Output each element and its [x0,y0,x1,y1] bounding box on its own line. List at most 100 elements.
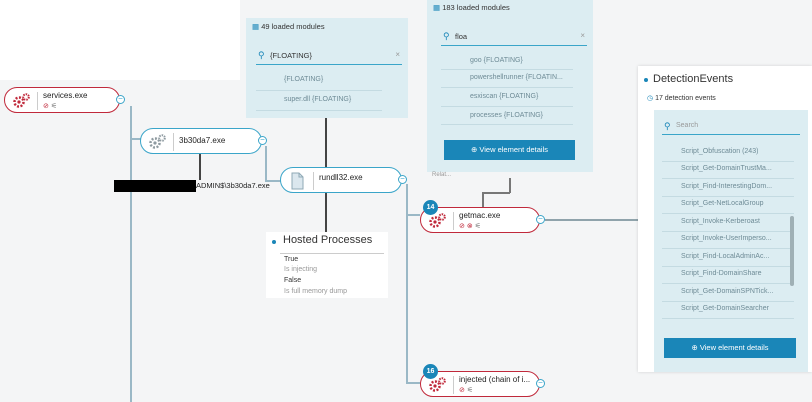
panel-pointer-line [325,118,327,168]
node-separator [37,92,38,110]
collapse-icon[interactable]: − [258,136,267,145]
process-node-injected[interactable]: 16 injected (chain of i... ⊘⚟ − [420,364,545,397]
process-path-label: ADMIN$\3b30da7.exe [196,181,270,190]
event-count-badge: 14 [423,200,438,215]
clear-icon[interactable]: × [395,50,400,59]
search-value: floa [455,32,468,41]
modules-search-input[interactable]: ⚲ {FLOATING} × [256,50,402,65]
divider [662,178,794,179]
property-value: True [284,256,299,263]
gears-icon [147,132,167,152]
collapse-icon[interactable]: − [536,379,545,388]
process-node-services[interactable]: services.exe ⊘⚟ − [4,87,125,113]
detection-item[interactable]: Script_Invoke-Kerberoast [681,218,760,225]
collapse-icon[interactable]: − [116,95,125,104]
divider [280,253,384,254]
scrollbar-thumb[interactable] [790,216,794,286]
connector-line [406,382,420,384]
detection-count: ◷ 17 detection events [647,94,716,102]
search-placeholder: Search [676,122,699,129]
divider [662,213,794,214]
event-count-badge: 16 [423,364,438,379]
search-icon: ⚲ [443,31,450,41]
divider [662,301,794,302]
divider [662,231,794,232]
divider [256,90,382,91]
detection-events-panel: DetectionEvents ◷ 17 detection events ⚲ … [638,66,812,372]
gears-icon [11,91,31,111]
gears-icon [427,211,447,231]
process-node-3b30da7[interactable]: 3b30da7.exe − [140,128,267,154]
process-node-rundll32[interactable]: rundll32.exe − [280,167,407,193]
divider [662,283,794,284]
partial-label: Relat... [432,172,452,178]
collapse-icon[interactable]: − [536,215,545,224]
node-separator [173,133,174,151]
view-element-details-button[interactable]: ⊕ View element details [664,338,796,358]
divider [662,196,794,197]
modules-count: 49 loaded modules [261,22,325,31]
node-separator [453,212,454,230]
panel-pointer-line [482,192,510,194]
panel-header: ▦ 183 loaded modules [433,3,510,12]
button-label: View element details [699,343,769,352]
detection-item[interactable]: Script_Invoke-UserImperso... [681,235,772,242]
divider [441,87,573,88]
connector-line [130,106,132,402]
connector-line [130,138,142,140]
panel-pointer-line [325,192,327,234]
redacted-text [114,180,196,192]
button-label: View element details [479,145,549,154]
modules-count: 183 loaded modules [442,3,510,12]
status-icons: ⊘⊗⚟ [459,223,484,230]
divider [256,110,382,111]
detection-item[interactable]: Script_Get-NetLocalGroup [681,200,764,207]
detection-item[interactable]: Script_Find-DomainShare [681,270,762,277]
divider [662,318,794,319]
module-item[interactable]: {FLOATING} [284,76,324,83]
panel-pointer-line [509,178,511,193]
process-name: rundll32.exe [319,173,363,182]
module-item[interactable]: esxiscan {FLOATING} [470,93,539,100]
module-item[interactable]: processes {FLOATING} [470,112,544,119]
connector-line [406,214,420,216]
property-label: Is injecting [284,266,318,273]
search-icon: ⚲ [258,50,265,60]
detection-item[interactable]: Script_Find-LocalAdminAc... [681,253,770,260]
search-value: {FLOATING} [270,51,312,60]
collapse-icon[interactable]: − [398,175,407,184]
detection-item[interactable]: Script_Get-DomainSearcher [681,305,769,312]
module-item[interactable]: goo {FLOATING} [470,57,523,64]
detection-item[interactable]: Script_Find-InterestingDom... [681,183,773,190]
modules-search-input[interactable]: ⚲ floa × [441,31,587,46]
status-icons: ⊘⚟ [459,387,476,394]
panel-pointer-line [482,192,484,210]
bullet-dot [644,78,648,82]
module-item[interactable]: super.dll {FLOATING} [284,96,352,103]
divider [662,161,794,162]
process-node-getmac[interactable]: 14 getmac.exe ⊘⊗⚟ − [420,200,545,233]
bullet-dot [272,240,276,244]
clear-icon[interactable]: × [580,31,585,40]
divider [441,124,573,125]
detection-title: DetectionEvents [653,73,734,85]
connector-line [545,219,640,221]
module-item[interactable]: powershellrunner {FLOATIN... [470,74,563,81]
divider [662,266,794,267]
connector-line [265,180,282,182]
process-name: 3b30da7.exe [179,136,226,145]
hosted-title: Hosted Processes [283,234,373,246]
property-value: False [284,277,302,284]
detection-item[interactable]: Script_Get-DomainTrustMa... [681,165,772,172]
process-name: services.exe [43,91,88,100]
detection-search-input[interactable]: ⚲ Search [662,121,800,135]
loaded-modules-panel: ▦ 183 loaded modules ⚲ floa × goo {FLOAT… [427,0,593,172]
zoom-icon: ⊕ [470,145,478,154]
loaded-modules-panel: ▦ 49 loaded modules ⚲ {FLOATING} × {FLOA… [246,18,408,118]
detection-item[interactable]: Script_Get-DomainSPNTick... [681,288,774,295]
view-element-details-button[interactable]: ⊕ View element details [444,140,575,160]
document-icon [287,171,307,191]
detection-item[interactable]: Script_Obfuscation (243) [681,148,759,155]
detection-count-text: 17 detection events [655,95,716,102]
connector-line [265,146,267,182]
